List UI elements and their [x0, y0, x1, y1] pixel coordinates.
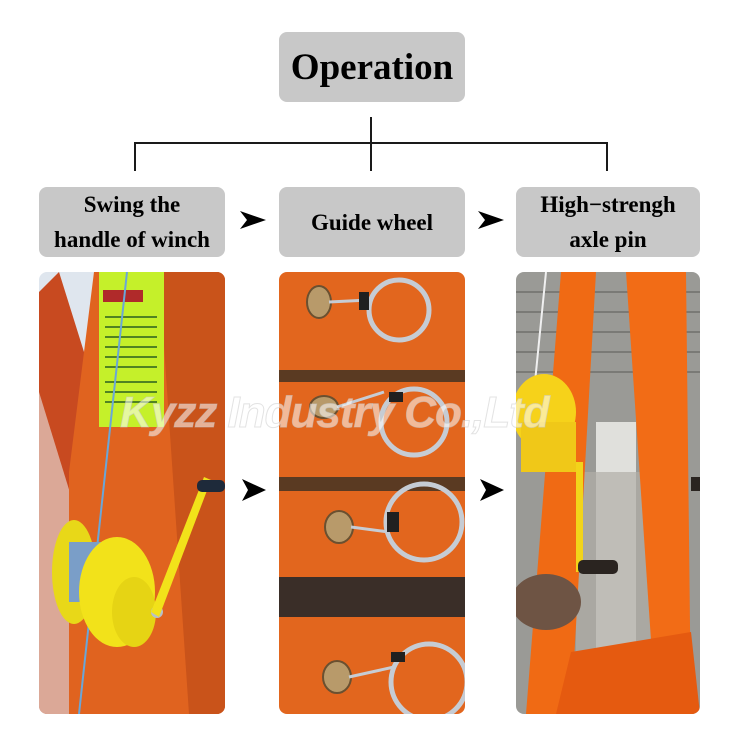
connector-vertical-top — [370, 117, 372, 171]
operation-title: Operation — [279, 32, 465, 102]
photo-winch-handle — [39, 272, 225, 714]
step-swing-handle: Swing the handle of winch — [39, 187, 225, 257]
step-guide-wheel: Guide wheel — [279, 187, 465, 257]
connector-horizontal — [134, 142, 608, 144]
right-arrow-icon — [240, 211, 266, 234]
connector-right-drop — [606, 142, 608, 171]
connector-left-drop — [134, 142, 136, 171]
photo-guide-wheels — [279, 272, 465, 714]
right-arrow-icon — [242, 479, 266, 506]
right-arrow-icon — [478, 211, 504, 234]
right-arrow-icon — [480, 479, 504, 506]
step-axle-pin: High−strengh axle pin — [516, 187, 700, 257]
photo-axle-pin — [516, 272, 700, 714]
